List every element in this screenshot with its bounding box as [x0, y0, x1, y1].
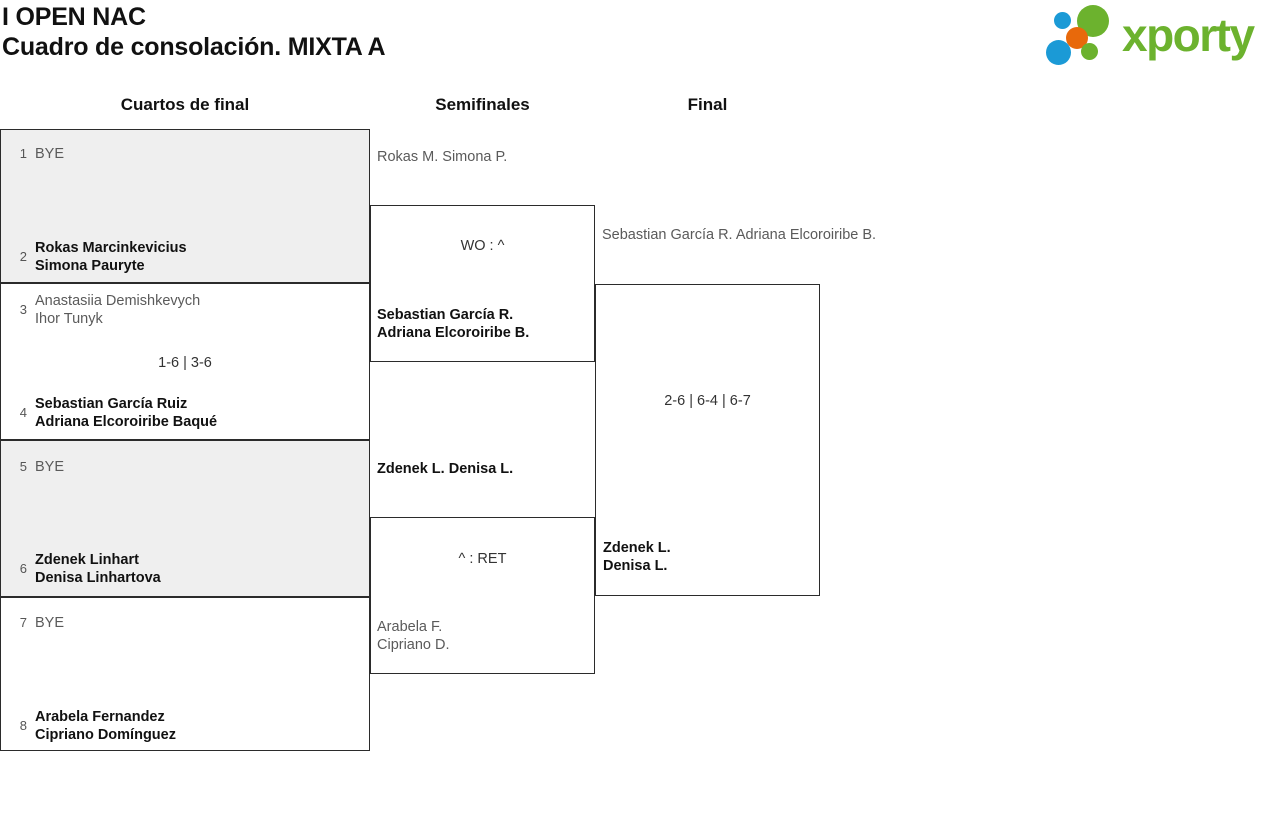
player-pair: Zdenek Linhart Denisa Linhartova — [35, 551, 161, 587]
player-name: Zdenek L. — [377, 461, 445, 477]
seed-number: 6 — [19, 561, 27, 576]
match-box-r1-m3[interactable]: 5 BYE 6 Zdenek Linhart Denisa Linhartova — [0, 440, 370, 597]
player-name: Adriana Elcoroiribe B. — [735, 227, 877, 243]
player-pair: Zdenek L. Denisa L. — [603, 539, 671, 575]
r3-m1-slot-bottom: Zdenek L. Denisa L. — [603, 539, 819, 575]
r2-m2-score: ^ : RET — [458, 551, 507, 567]
r3-m1-slot-top: Sebastian García R. Adriana Elcoroiribe … — [602, 226, 876, 244]
player-name: Sebastian García R. — [602, 227, 733, 243]
xporty-logo[interactable]: xporty — [1046, 5, 1276, 67]
title-block: I OPEN NAC Cuadro de consolación. MIXTA … — [0, 0, 386, 62]
r1-m2-slot-top: 3 Anastasiia Demishkevych Ihor Tunyk — [1, 292, 369, 328]
r1-m2-slot-bottom: 4 Sebastian García Ruiz Adriana Elcoroir… — [1, 395, 369, 431]
tournament-title: I OPEN NAC — [2, 3, 146, 31]
r1-m2-score: 1-6 | 3-6 — [158, 355, 212, 371]
r2-m1-slot-bottom: Sebastian García R. Adriana Elcoroiribe … — [377, 306, 594, 342]
player-name: Arabela F. — [377, 619, 443, 635]
match-box-r2-m2[interactable]: ^ : RET Arabela F. Cipriano D. — [370, 517, 595, 674]
player-name: Cipriano Domínguez — [35, 727, 176, 743]
r1-m3-slot-bottom: 6 Zdenek Linhart Denisa Linhartova — [1, 551, 369, 587]
logo-dot-green-small — [1081, 43, 1098, 60]
logo-dots-icon — [1046, 5, 1126, 67]
player-pair: Sebastian García R. Adriana Elcoroiribe … — [377, 306, 529, 342]
r1-m1-slot-bottom: 2 Rokas Marcinkevicius Simona Pauryte — [1, 239, 369, 275]
page-subtitle: Cuadro de consolación. MIXTA A — [2, 33, 386, 61]
player-name: Adriana Elcoroiribe Baqué — [35, 414, 218, 430]
player-name: Denisa Linhartova — [35, 570, 161, 586]
seed-number: 2 — [19, 249, 27, 264]
player-name: Ihor Tunyk — [35, 311, 103, 327]
player-name: Sebastian García R. — [377, 307, 514, 323]
round-header-final: Final — [687, 95, 728, 114]
player-pair: Anastasiia Demishkevych Ihor Tunyk — [35, 292, 200, 328]
player-name: Zdenek L. — [603, 540, 671, 556]
r1-m4-slot-top: 7 BYE — [1, 614, 369, 632]
player-name: Arabela Fernandez — [35, 709, 165, 725]
player-name: Cipriano D. — [377, 637, 450, 653]
match-box-r1-m4[interactable]: 7 BYE 8 Arabela Fernandez Cipriano Domín… — [0, 597, 370, 751]
r2-m2-slot-bottom: Arabela F. Cipriano D. — [377, 618, 594, 654]
match-box-r3-m1[interactable]: 2-6 | 6-4 | 6-7 Zdenek L. Denisa L. — [595, 284, 820, 596]
logo-dot-blue-bottom — [1046, 40, 1071, 65]
player-name: Sebastian García Ruiz — [35, 396, 188, 412]
seed-number: 8 — [19, 718, 27, 733]
match-box-r1-m1[interactable]: 1 BYE 2 Rokas Marcinkevicius Simona Paur… — [0, 129, 370, 283]
round-header-cuartos: Cuartos de final — [120, 95, 250, 114]
player-name: Adriana Elcoroiribe B. — [377, 325, 530, 341]
seed-number: 1 — [19, 146, 27, 161]
player-pair: Arabela Fernandez Cipriano Domínguez — [35, 708, 176, 744]
r2-m1-slot-top: Rokas M. Simona P. — [377, 148, 507, 166]
player-bye-label: BYE — [35, 146, 65, 162]
player-name: Anastasiia Demishkevych — [35, 293, 201, 309]
page-header: I OPEN NAC Cuadro de consolación. MIXTA … — [0, 0, 1280, 90]
seed-number: 7 — [19, 615, 27, 630]
logo-dot-orange — [1066, 27, 1088, 49]
logo-dot-blue-top — [1054, 12, 1071, 29]
player-bye-label: BYE — [35, 459, 65, 475]
r2-m1-score: WO : ^ — [460, 238, 505, 254]
player-pair: Arabela F. Cipriano D. — [377, 618, 450, 654]
r1-m1-slot-top: 1 BYE — [1, 145, 369, 163]
r2-m2-slot-top: Zdenek L. Denisa L. — [377, 460, 513, 478]
player-pair: Sebastian García Ruiz Adriana Elcoroirib… — [35, 395, 217, 431]
player-pair: Rokas Marcinkevicius Simona Pauryte — [35, 239, 187, 275]
player-name: Rokas M. — [377, 149, 439, 165]
player-name: Denisa L. — [603, 558, 668, 574]
r1-m4-slot-bottom: 8 Arabela Fernandez Cipriano Domínguez — [1, 708, 369, 744]
seed-number: 3 — [19, 302, 27, 317]
player-name: Denisa L. — [448, 461, 514, 477]
player-bye-label: BYE — [35, 615, 65, 631]
match-box-r1-m2[interactable]: 3 Anastasiia Demishkevych Ihor Tunyk 1-6… — [0, 283, 370, 440]
logo-wordmark: xporty — [1122, 9, 1255, 61]
r1-m3-slot-top: 5 BYE — [1, 458, 369, 476]
round-header-semifinales: Semifinales — [435, 95, 530, 114]
player-name: Simona Pauryte — [35, 258, 145, 274]
r3-m1-score: 2-6 | 6-4 | 6-7 — [664, 393, 751, 409]
player-name: Simona P. — [442, 149, 508, 165]
player-name: Zdenek Linhart — [35, 552, 139, 568]
match-box-r2-m1[interactable]: WO : ^ Sebastian García R. Adriana Elcor… — [370, 205, 595, 362]
seed-number: 5 — [19, 459, 27, 474]
seed-number: 4 — [19, 405, 27, 420]
player-name: Rokas Marcinkevicius — [35, 240, 187, 256]
